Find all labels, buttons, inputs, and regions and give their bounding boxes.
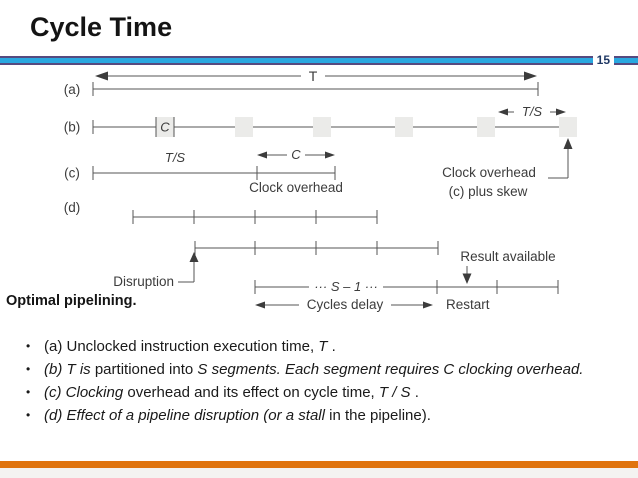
bullet-text: (a) Unclocked instruction execution time…: [44, 338, 336, 355]
footer-margin: [0, 468, 638, 478]
segment-box-c: [156, 117, 174, 137]
arrowhead-right-icon: [524, 71, 537, 81]
label-t: T: [309, 68, 318, 84]
label-disruption: Disruption: [113, 274, 174, 289]
bullet-icon: •: [26, 339, 31, 353]
arrowhead-left-icon: [95, 71, 108, 81]
label-ts-top: T/S: [522, 104, 543, 119]
skew-pointer-arrow: [548, 138, 573, 179]
page-number: 15: [596, 53, 610, 67]
c-span-arrow: [257, 151, 335, 159]
disruption-arrow: [178, 252, 199, 283]
list-item: • (c) Clocking overhead and its effect on…: [24, 382, 598, 403]
label-cycles-delay: Cycles delay: [307, 297, 384, 312]
ts-span-arrow: [498, 108, 566, 116]
row-d-timeline-2: [194, 241, 439, 255]
notes-section: • (a) Unclocked instruction execution tim…: [20, 336, 598, 428]
row-a-line: [92, 82, 539, 96]
label-s-minus-1: ··· S – 1 ···: [314, 279, 378, 294]
bullet-text: (b) T is partitioned into S segments. Ea…: [44, 361, 584, 378]
label-c-row-c: C: [291, 147, 301, 162]
label-c-box: C: [160, 120, 170, 135]
bullet-icon: •: [26, 362, 31, 376]
header-rule-right: [614, 55, 638, 65]
result-available-arrow: [462, 266, 472, 284]
list-item: • (b) T is partitioned into S segments. E…: [24, 359, 598, 380]
label-clock-overhead: Clock overhead: [249, 180, 343, 195]
pipeline-diagram: (a) T (b) C: [64, 68, 577, 312]
label-ts-row-c: T/S: [165, 150, 186, 165]
list-item: • (d) Effect of a pipeline disruption (or…: [24, 405, 598, 426]
notes-list: • (a) Unclocked instruction execution tim…: [20, 336, 598, 426]
figure-caption: Optimal pipelining.: [6, 293, 137, 309]
bullet-icon: •: [26, 385, 31, 399]
row-label-b: (b): [64, 120, 81, 135]
c-box-ticks: [155, 117, 175, 137]
page-title: Cycle Time: [30, 12, 173, 42]
segment-boxes: [235, 117, 577, 137]
cycles-delay-arrow: [255, 301, 433, 309]
header-rule-left: [0, 55, 593, 65]
header-rule: 15: [0, 54, 638, 66]
label-restart: Restart: [446, 297, 490, 312]
bullet-text: (c) Clocking overhead and its effect on …: [44, 384, 419, 401]
row-label-c: (c): [64, 166, 80, 181]
label-clock-overhead-skew-2: (c) plus skew: [449, 184, 528, 199]
row-d-timeline-1: [132, 210, 378, 224]
row-d-timeline-3: [254, 280, 559, 294]
footer-rule: [0, 461, 638, 468]
label-result-available: Result available: [460, 249, 555, 264]
bullet-icon: •: [26, 408, 31, 422]
row-label-d: (d): [64, 200, 81, 215]
bullet-text: (d) Effect of a pipeline disruption (or …: [44, 407, 431, 424]
list-item: • (a) Unclocked instruction execution tim…: [24, 336, 598, 357]
row-c-line: [92, 166, 336, 180]
row-label-a: (a): [64, 82, 81, 97]
label-clock-overhead-skew-1: Clock overhead: [442, 165, 536, 180]
